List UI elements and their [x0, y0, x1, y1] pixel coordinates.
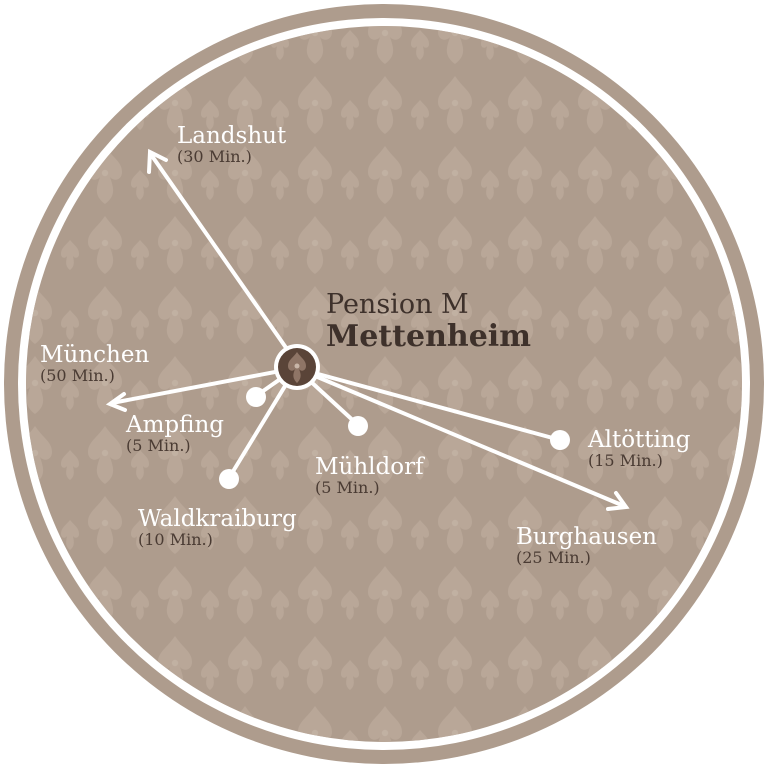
place-name: Waldkraiburg [138, 506, 297, 532]
label-burghausen: Burghausen (25 Min.) [516, 525, 657, 567]
title-line-2: Mettenheim [326, 318, 531, 354]
place-name: München [40, 342, 150, 368]
damask-pattern [26, 26, 742, 742]
arrow-burghausen [606, 491, 630, 511]
ornament-emblem-icon [274, 344, 320, 390]
travel-time: (10 Min.) [138, 530, 213, 550]
label-muenchen: München (50 Min.) [40, 343, 149, 385]
travel-time: (50 Min.) [40, 366, 115, 386]
travel-time: (5 Min.) [315, 478, 380, 498]
label-ampfing: Ampfing (5 Min.) [126, 413, 224, 455]
route-muenchen [110, 366, 298, 405]
dot-ampfing [246, 387, 266, 407]
dot-altoetting [550, 430, 570, 450]
arrow-landshut [147, 148, 168, 174]
travel-time: (25 Min.) [516, 548, 591, 568]
title-line-1: Pension M [326, 289, 469, 320]
place-name: Burghausen [516, 524, 657, 550]
route-altoetting [294, 366, 562, 442]
label-waldkraiburg: Waldkraiburg (10 Min.) [138, 507, 297, 549]
travel-time: (30 Min.) [177, 147, 252, 167]
route-landshut [150, 154, 298, 364]
place-name: Mühldorf [315, 454, 424, 480]
dot-waldkraiburg [219, 469, 239, 489]
travel-time: (15 Min.) [588, 451, 663, 471]
place-name: Altötting [588, 427, 691, 453]
place-name: Landshut [177, 123, 287, 149]
travel-time: (5 Min.) [126, 436, 191, 456]
map-title: Pension M Mettenheim [326, 290, 531, 353]
arrow-muenchen [105, 392, 127, 412]
label-muehldorf: Mühldorf (5 Min.) [315, 455, 424, 497]
label-altoetting: Altötting (15 Min.) [588, 428, 690, 470]
place-name: Ampfing [126, 412, 225, 438]
route-burghausen [294, 366, 626, 508]
dot-muehldorf [348, 416, 368, 436]
label-landshut: Landshut (30 Min.) [177, 124, 286, 166]
